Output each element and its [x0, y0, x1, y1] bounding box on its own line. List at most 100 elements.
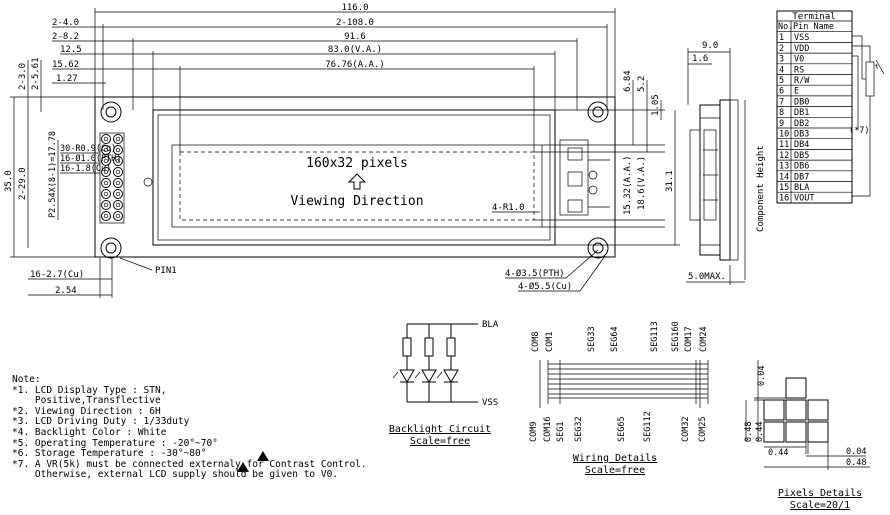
wiring-top-label: SEG33 — [587, 326, 597, 352]
note-6: *6. Storage Temperature : -30°~80° — [12, 448, 207, 460]
pin-pad — [113, 189, 123, 199]
up-arrow-icon — [347, 173, 367, 190]
terminal-pin-name: DB5 — [794, 151, 809, 161]
dim-2-4: 2-4.0 — [52, 18, 79, 28]
pixel-dim-044b: 0.44 — [768, 448, 788, 458]
pin-pad — [113, 134, 123, 144]
pin-header — [99, 132, 125, 224]
dim-5max: 5.0MAX. — [688, 272, 726, 282]
terminal-pin-name: VDD — [794, 44, 809, 54]
pin-hole — [115, 180, 121, 186]
wiring-top-label: SEG160 — [671, 321, 681, 352]
dim-1-27: 1.27 — [56, 74, 78, 84]
terminal-header-name: Pin Name — [793, 22, 834, 32]
note-7: *7. A VR(5k) must be connected externaly… — [12, 458, 367, 470]
terminal-pin-name: E — [794, 87, 799, 97]
terminal-pin-no: 16 — [779, 194, 789, 204]
note-title: Note: — [12, 374, 41, 385]
terminal-pin-name: VOUT — [794, 194, 814, 204]
pixel-details: 0.04 0.48 0.44 0.44 0.04 0.48 Pixels Det… — [744, 360, 870, 511]
dim-35: 35.0 — [4, 170, 14, 192]
pin1-label: PIN1 — [155, 266, 177, 276]
mounting-holes — [100, 101, 609, 259]
pin-pad — [101, 134, 111, 144]
wiring-top-label: COM24 — [699, 326, 709, 352]
terminal-pin-name: DB1 — [794, 108, 809, 118]
wiring-bottom-label: COM16 — [543, 416, 553, 442]
right-connector — [559, 139, 610, 216]
terminal-pin-no: 11 — [779, 140, 789, 150]
terminal-title: Terminal — [792, 12, 835, 22]
terminal-pin-name: DB2 — [794, 119, 809, 129]
top-dimensions: 116.0 2-108.0 2-4.0 91.6 2-8.2 83.0(V.A.… — [52, 3, 616, 152]
note-7b: Otherwise, external LCD supply should be… — [12, 469, 339, 481]
dim-4-55: 4-Ø5.5(Cu) — [518, 281, 572, 292]
dim-12-5: 12.5 — [60, 45, 82, 55]
pcb-outline — [94, 96, 616, 258]
dim-16-18: 16-1.8(Cu) — [60, 164, 111, 174]
warning-icon — [237, 451, 269, 472]
backlight-caption: Backlight Circuit — [389, 424, 491, 435]
pin-hole — [115, 169, 121, 175]
dim-15-32: 15.32(A.A.) — [623, 155, 633, 215]
front-view: 160x32 pixels Viewing Direction PIN1 116… — [4, 3, 680, 298]
terminal-pin-no: 9 — [779, 119, 784, 129]
pin-pad — [101, 145, 111, 155]
terminal-pin-name: DB3 — [794, 130, 809, 140]
pin-pad — [101, 156, 111, 166]
note-2: *2. Viewing Direction : 6H — [12, 405, 161, 417]
right-dimensions: 6.84 5.2 1.05 15.32(A.A.) 18.6(V.A.) 31.… — [492, 70, 680, 292]
dim-31-1: 31.1 — [665, 170, 675, 192]
pin-hole — [103, 158, 109, 164]
dim-30-r09: 30-R0.9(Cu) — [60, 144, 116, 154]
pin-hole — [115, 136, 121, 142]
wiring-bottom-label: COM9 — [529, 422, 539, 442]
pin-pad — [101, 189, 111, 199]
pixel-dim-048b: 0.48 — [846, 458, 866, 468]
dim-83: 83.0(V.A.) — [328, 45, 382, 55]
pin-pad — [113, 178, 123, 188]
wiring-top-label: SEG113 — [650, 321, 660, 352]
dim-2-8-2: 2-8.2 — [52, 32, 79, 42]
dim-2-54: 2.54 — [55, 286, 77, 296]
dim-9: 9.0 — [702, 41, 718, 51]
dim-1-05: 1.05 — [651, 94, 661, 116]
note-1b: Positive,Transflective — [12, 395, 161, 407]
pin-pad — [101, 211, 111, 221]
viewing-direction-label: Viewing Direction — [290, 194, 423, 209]
notes-block: Note: *1. LCD Display Type : STN, Positi… — [12, 374, 367, 481]
left-dimensions: 2-3.0 2-5.61 35.0 2-29.0 P2.54X(8-1)=17.… — [4, 57, 121, 298]
bezel-outline — [152, 109, 556, 246]
dim-6-84: 6.84 — [623, 70, 633, 92]
side-view: 9.0 1.6 Component Height 5.0MAX. — [686, 41, 766, 285]
component-height-label: Component Height — [756, 145, 766, 232]
terminal-pin-no: 3 — [779, 55, 784, 65]
pin-hole — [103, 136, 109, 142]
wiring-bottom-label: COM32 — [681, 416, 691, 442]
dim-16-2-7: 16-2.7(Cu) — [30, 270, 84, 280]
note-5: *5. Operating Temperature : -20°~70° — [12, 437, 218, 449]
pin-pad — [113, 145, 123, 155]
pin-pad — [101, 167, 111, 177]
wiring-top-label: COM8 — [531, 332, 541, 352]
note-4: *4. Backlight Color : White — [12, 426, 167, 438]
terminal-pin-no: 5 — [779, 76, 784, 86]
terminal-pin-no: 1 — [779, 33, 784, 43]
pin-pad — [113, 167, 123, 177]
wiring-bottom-label: SEG112 — [643, 411, 653, 442]
pixel-dim-048a: 0.48 — [744, 422, 754, 442]
terminal-pin-no: 7 — [779, 97, 784, 107]
wiring-caption: Wiring Details — [573, 453, 657, 464]
terminal-pin-no: 10 — [779, 130, 789, 140]
terminal-pin-name: DB4 — [794, 140, 809, 150]
pin-pad — [101, 200, 111, 210]
terminal-pin-no: 13 — [779, 162, 789, 172]
terminal-pin-name: R/W — [794, 76, 810, 86]
pin-pad — [113, 156, 123, 166]
dim-116: 116.0 — [341, 3, 368, 13]
pin-hole — [115, 202, 121, 208]
terminal-pin-no: 14 — [779, 172, 789, 182]
backlight-scale: Scale=free — [410, 436, 470, 447]
